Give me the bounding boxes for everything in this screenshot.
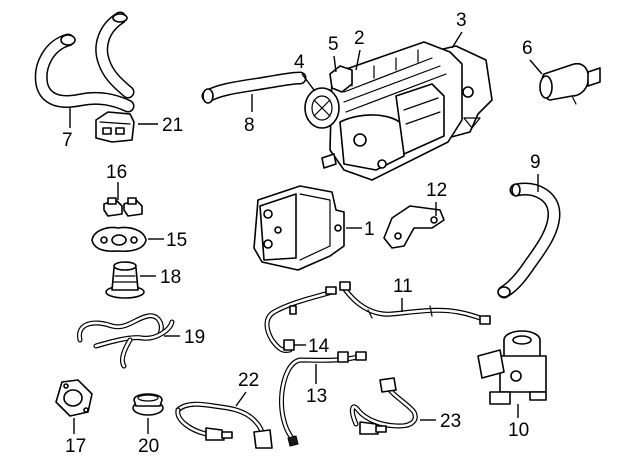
part-2-canister-assembly	[304, 41, 493, 181]
callout-13: 13	[306, 386, 327, 407]
part-7-hose	[34, 11, 135, 113]
callout-17: 17	[65, 436, 86, 457]
callout-6: 6	[522, 38, 533, 59]
part-13-wire	[279, 351, 367, 447]
callout-10: 10	[508, 420, 529, 441]
part-17-flange	[55, 379, 93, 417]
part-18-grommet	[105, 261, 145, 299]
leader-3	[451, 31, 463, 49]
callout-9: 9	[530, 152, 541, 173]
callout-22: 22	[238, 370, 259, 391]
leader-5	[333, 55, 337, 73]
callout-20: 20	[138, 436, 159, 457]
part-8-hose	[201, 71, 307, 104]
part-10-valve	[477, 330, 547, 405]
callout-18: 18	[160, 267, 181, 288]
callout-15: 15	[166, 230, 187, 251]
part-14-sensor-wire	[264, 286, 337, 353]
callout-12: 12	[426, 180, 447, 201]
callout-1: 1	[364, 219, 375, 240]
leader-2	[355, 49, 361, 71]
leader-22	[235, 391, 247, 407]
part-1-bracket	[253, 185, 345, 271]
callout-4: 4	[294, 52, 305, 73]
part-12-bracket	[383, 205, 445, 249]
part-16-bolts	[103, 197, 143, 217]
part-6-filter	[539, 62, 601, 105]
callout-5: 5	[328, 34, 339, 55]
part-11-harness	[339, 281, 491, 325]
part-20-plug	[132, 393, 164, 416]
part-21-sensor	[95, 111, 135, 143]
part-9-hose	[497, 182, 561, 299]
callout-11: 11	[393, 276, 413, 297]
callout-23: 23	[440, 411, 461, 432]
callout-14: 14	[308, 336, 330, 357]
leader-4	[301, 73, 315, 91]
callout-19: 19	[184, 327, 205, 348]
part-23-o2-sensor	[349, 377, 418, 435]
callout-7: 7	[62, 130, 73, 151]
callout-21: 21	[162, 115, 183, 136]
callout-3: 3	[456, 10, 467, 31]
part-15-gasket	[91, 226, 147, 253]
part-19-harness	[77, 313, 175, 369]
callout-16: 16	[106, 162, 127, 183]
leader-6	[529, 59, 543, 75]
callout-8: 8	[244, 115, 255, 136]
part-22-o2-sensor	[175, 401, 273, 449]
callout-2: 2	[354, 28, 365, 49]
